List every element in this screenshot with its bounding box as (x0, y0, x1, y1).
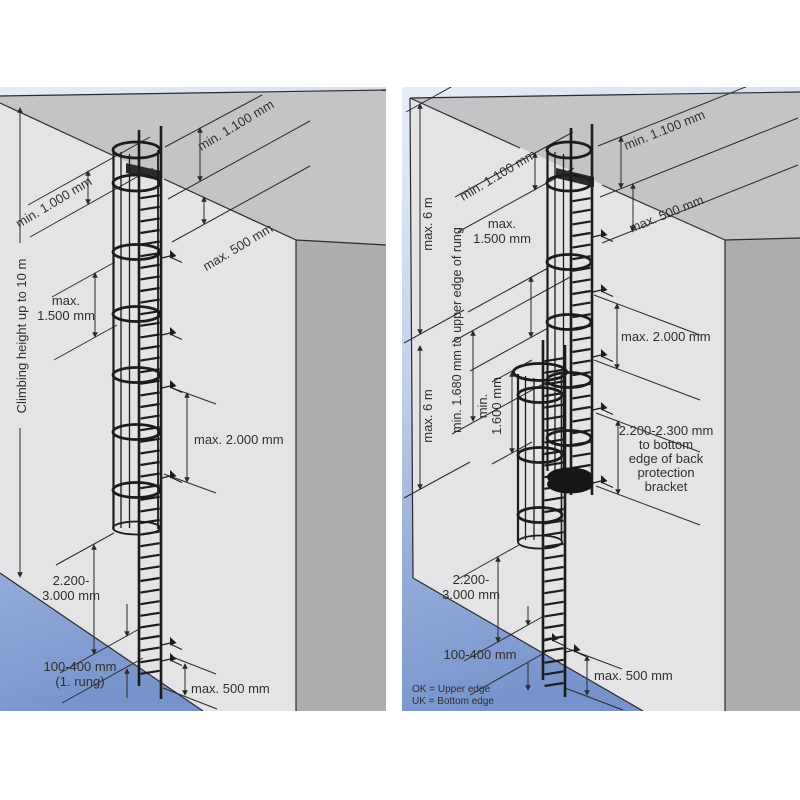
label-max-6m-lower: max. 6 m (420, 389, 435, 442)
front-wall (0, 103, 296, 711)
label-back-bracket-line1: 2.200-2.300 mm (619, 423, 714, 438)
label-max-500-bottom: max. 500 mm (594, 668, 673, 683)
label-back-bracket-line3: edge of back (629, 451, 704, 466)
label-back-bracket-line5: bracket (645, 479, 688, 494)
label-min-1600-line2: 1.600 mm (489, 377, 504, 435)
ground-edge (412, 577, 644, 711)
eave-edge-b (601, 184, 726, 241)
label-first-rung-line2: (1. rung) (55, 674, 104, 689)
label-min-1600-line1: min. (475, 394, 490, 419)
eave-edge-a (409, 97, 521, 149)
label-max-2000: max. 2.000 mm (621, 329, 711, 344)
label-max-500-bottom: max. 500 mm (191, 681, 270, 696)
label-max-1500-line1: max. (52, 293, 80, 308)
legend-uk: UK = Bottom edge (412, 696, 494, 707)
building-right (409, 91, 800, 711)
dimension-arrows (17, 107, 207, 698)
diagram-panel-single-ladder: Climbing height up to 10 m min. 1.000 mm… (0, 87, 386, 711)
side-wall (296, 240, 386, 711)
label-2200-3000-line2: 3.000 mm (42, 588, 100, 603)
label-climbing-height: Climbing height up to 10 m (14, 259, 29, 414)
label-max-2000: max. 2.000 mm (194, 432, 284, 447)
side-wall-top-edge (295, 239, 386, 246)
label-max-6m-upper: max. 6 m (420, 197, 435, 250)
label-min-1680: min. 1.680 mm to upper edge of rung (450, 227, 464, 433)
roof-top-edge (409, 91, 800, 99)
label-2200-3000-line1: 2.200- (453, 572, 490, 587)
roof-surface (0, 90, 386, 245)
diagram-panel-offset-ladder: max. 6 m max. 6 m min. 1.100 mm min. 1.1… (402, 87, 800, 711)
label-2200-3000-line2: 3.000 mm (442, 587, 500, 602)
label-2200-3000-line1: 2.200- (53, 573, 90, 588)
label-back-bracket-line4: protection (637, 465, 694, 480)
roof-top-edge (0, 89, 386, 97)
label-max-1500-line2: 1.500 mm (473, 231, 531, 246)
building-left (0, 89, 386, 711)
offset-ladder-drawing: max. 6 m max. 6 m min. 1.100 mm min. 1.1… (402, 87, 800, 711)
label-max-1500-line1: max. (488, 216, 516, 231)
label-first-rung-line1: 100-400 mm (44, 659, 117, 674)
roof-opening-hatch (556, 168, 594, 187)
side-wall-top-edge (724, 237, 800, 241)
front-wall (410, 98, 725, 711)
wall-left-edge (409, 97, 414, 579)
platform-bottom (547, 474, 593, 494)
ground-edge (0, 572, 204, 711)
legend-ok: OK = Upper edge (412, 684, 491, 695)
label-max-1500-line2: 1.500 mm (37, 308, 95, 323)
dimension-arrows (417, 103, 636, 696)
label-back-bracket-line2: to bottom (639, 437, 693, 452)
cage-ladders (512, 124, 614, 697)
side-wall (725, 238, 800, 711)
label-first-rung: 100-400 mm (444, 647, 517, 662)
resting-platform (547, 467, 593, 494)
single-ladder-drawing: Climbing height up to 10 m min. 1.000 mm… (0, 87, 386, 711)
cage-ladder (111, 126, 183, 699)
